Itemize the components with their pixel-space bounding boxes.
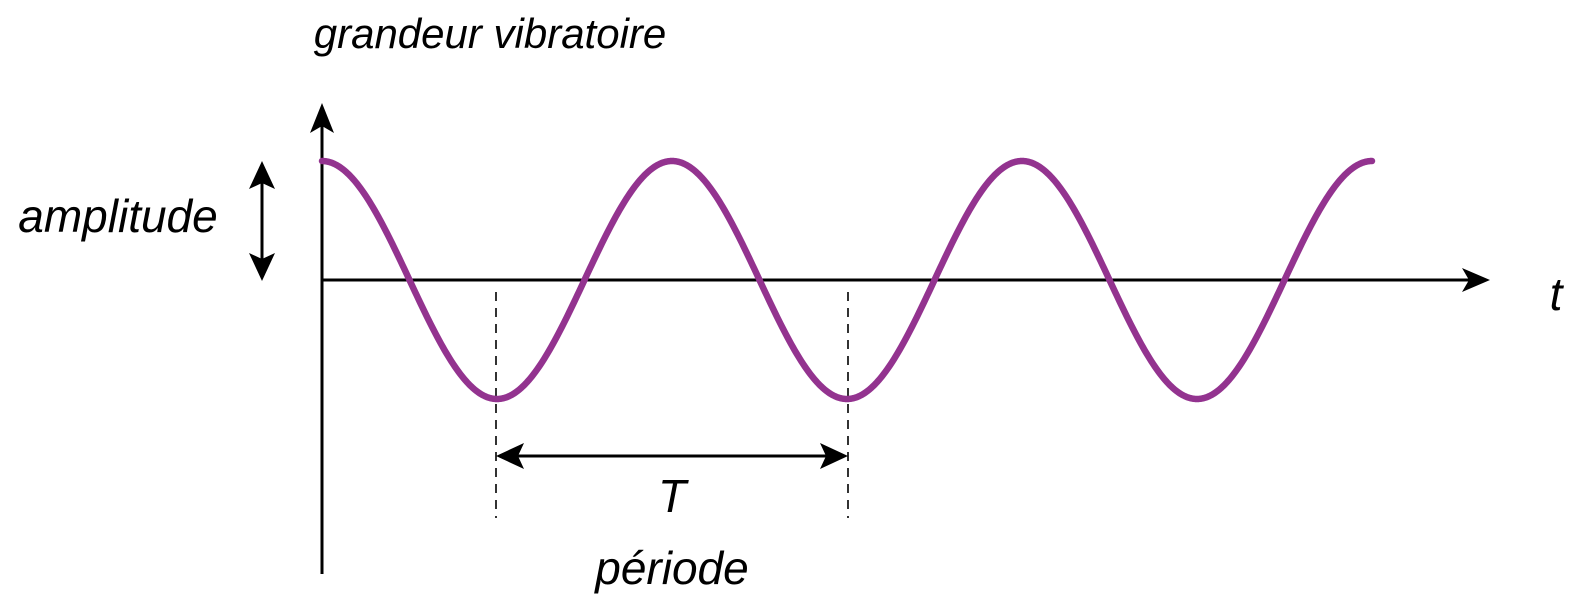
x-axis-label: t <box>1550 268 1565 320</box>
vibration-wave <box>318 157 1376 403</box>
y-axis-arrow-icon <box>310 103 334 133</box>
period-arrow-right-icon <box>820 443 848 469</box>
y-axis-label: grandeur vibratoire <box>314 10 667 57</box>
period-arrow-left-icon <box>496 443 524 469</box>
amplitude-arrow-up-icon <box>249 161 275 189</box>
amplitude-label: amplitude <box>18 190 217 242</box>
period-symbol: T <box>658 470 689 522</box>
x-axis-arrow-icon <box>1462 268 1490 292</box>
amplitude-arrow-down-icon <box>249 253 275 281</box>
period-label: période <box>593 542 748 594</box>
